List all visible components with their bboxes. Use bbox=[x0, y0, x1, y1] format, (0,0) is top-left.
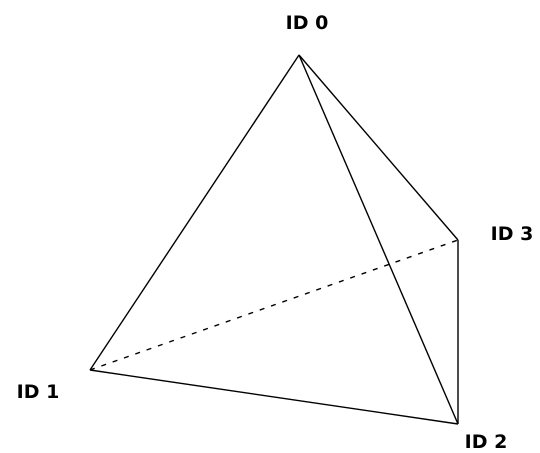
edge-v0-v3 bbox=[298, 54, 459, 241]
edges-group bbox=[89, 54, 459, 425]
vertex-label-id-2: ID 2 bbox=[465, 431, 508, 453]
edge-v0-v2 bbox=[298, 54, 459, 425]
edge-v0-v1 bbox=[89, 54, 300, 371]
vertex-label-id-3: ID 3 bbox=[491, 223, 534, 245]
vertex-label-id-0: ID 0 bbox=[286, 12, 329, 34]
edge-v1-v3-dashed bbox=[89, 239, 459, 371]
labels-group: ID 0 ID 1 ID 2 ID 3 bbox=[17, 12, 534, 453]
vertex-label-id-1: ID 1 bbox=[17, 381, 60, 403]
edge-v1-v2 bbox=[89, 369, 459, 425]
